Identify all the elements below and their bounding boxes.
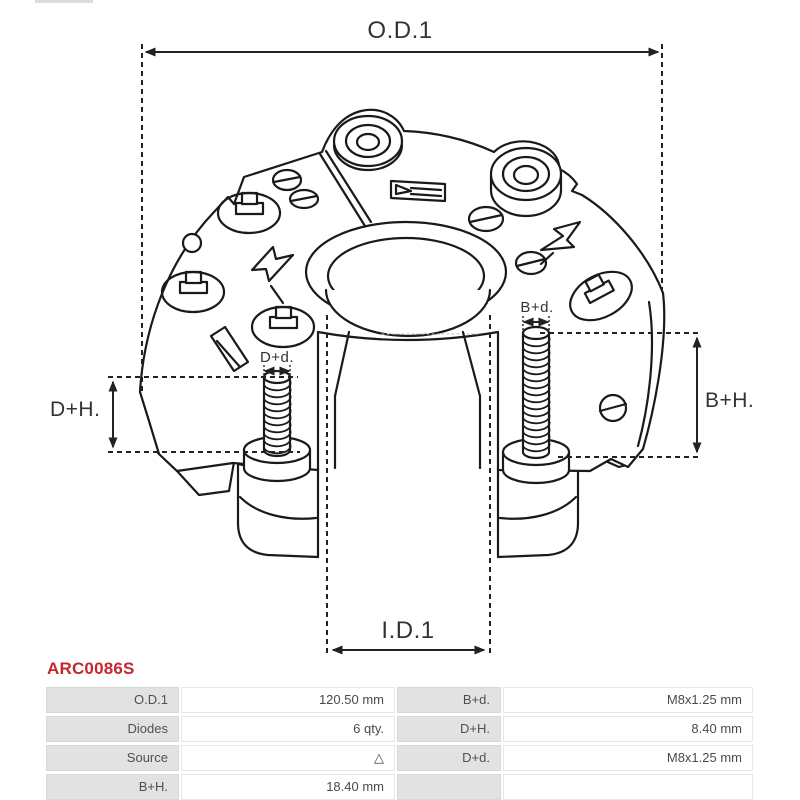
dimension-dh: [108, 376, 300, 453]
spec-label-cell: D+H.: [397, 716, 501, 742]
foot-left-step: [238, 495, 318, 520]
terminal-lug: [389, 179, 447, 203]
trunk-wall-left: [333, 330, 351, 470]
arrow-mark-left: [250, 245, 295, 305]
spec-label-cell: [397, 774, 501, 800]
stud-d-plus: [262, 369, 292, 458]
diode-3: [250, 305, 316, 349]
technical-drawing: O.D.1 I.D.1 D+H. B+H. D+d. B+d.: [50, 17, 754, 655]
spec-label-cell: D+d.: [397, 745, 501, 771]
spec-value-cell: 8.40 mm: [503, 716, 753, 742]
bh-label: B+H.: [705, 389, 754, 412]
od1-label: O.D.1: [367, 17, 432, 44]
spec-label-cell: B+d.: [397, 687, 501, 713]
bearing-ring-top-right: [489, 146, 563, 218]
plate-seam: [318, 149, 373, 228]
diode-1: [216, 191, 282, 235]
dimension-bd: [522, 316, 550, 330]
stud-b-plus: [521, 325, 551, 460]
bd-label: B+d.: [520, 299, 553, 316]
dimension-bh: [540, 332, 702, 458]
dimension-id1: [326, 315, 491, 655]
stand-off: [209, 325, 250, 373]
spec-value-cell: 120.50 mm: [181, 687, 395, 713]
spec-value-cell: 6 qty.: [181, 716, 395, 742]
spec-value-cell: 18.40 mm: [181, 774, 395, 800]
diode-4: [569, 270, 633, 322]
spec-value-cell: M8x1.25 mm: [503, 687, 753, 713]
arrow-mark-right: [539, 220, 582, 266]
dd-label: D+d.: [260, 349, 294, 366]
logo-remnant: [35, 0, 93, 3]
spec-value-cell: M8x1.25 mm: [503, 745, 753, 771]
spec-label-cell: B+H.: [46, 774, 179, 800]
foot-left: [236, 462, 320, 559]
bearing-ring-top-center: [332, 114, 404, 172]
spec-label-cell: O.D.1: [46, 687, 179, 713]
dimension-dd: [263, 365, 291, 378]
inner-right-contour: [636, 300, 654, 448]
spec-value-cell: [503, 774, 753, 800]
collar-mouth: [324, 288, 492, 338]
id1-label: I.D.1: [381, 617, 434, 644]
foot-right-step: [498, 495, 578, 520]
part-number[interactable]: ARC0086S: [47, 659, 135, 678]
spec-label-cell: Source: [46, 745, 179, 771]
spec-label-cell: Diodes: [46, 716, 179, 742]
slotted-holes: [181, 168, 628, 423]
dimension-od1: [141, 44, 663, 392]
diode-2: [160, 270, 226, 314]
trunk-wall-right: [461, 330, 482, 470]
small-hole: [181, 232, 203, 254]
foot-right: [496, 462, 580, 559]
dh-label: D+H.: [50, 398, 100, 421]
spec-value-cell: △: [181, 745, 395, 771]
